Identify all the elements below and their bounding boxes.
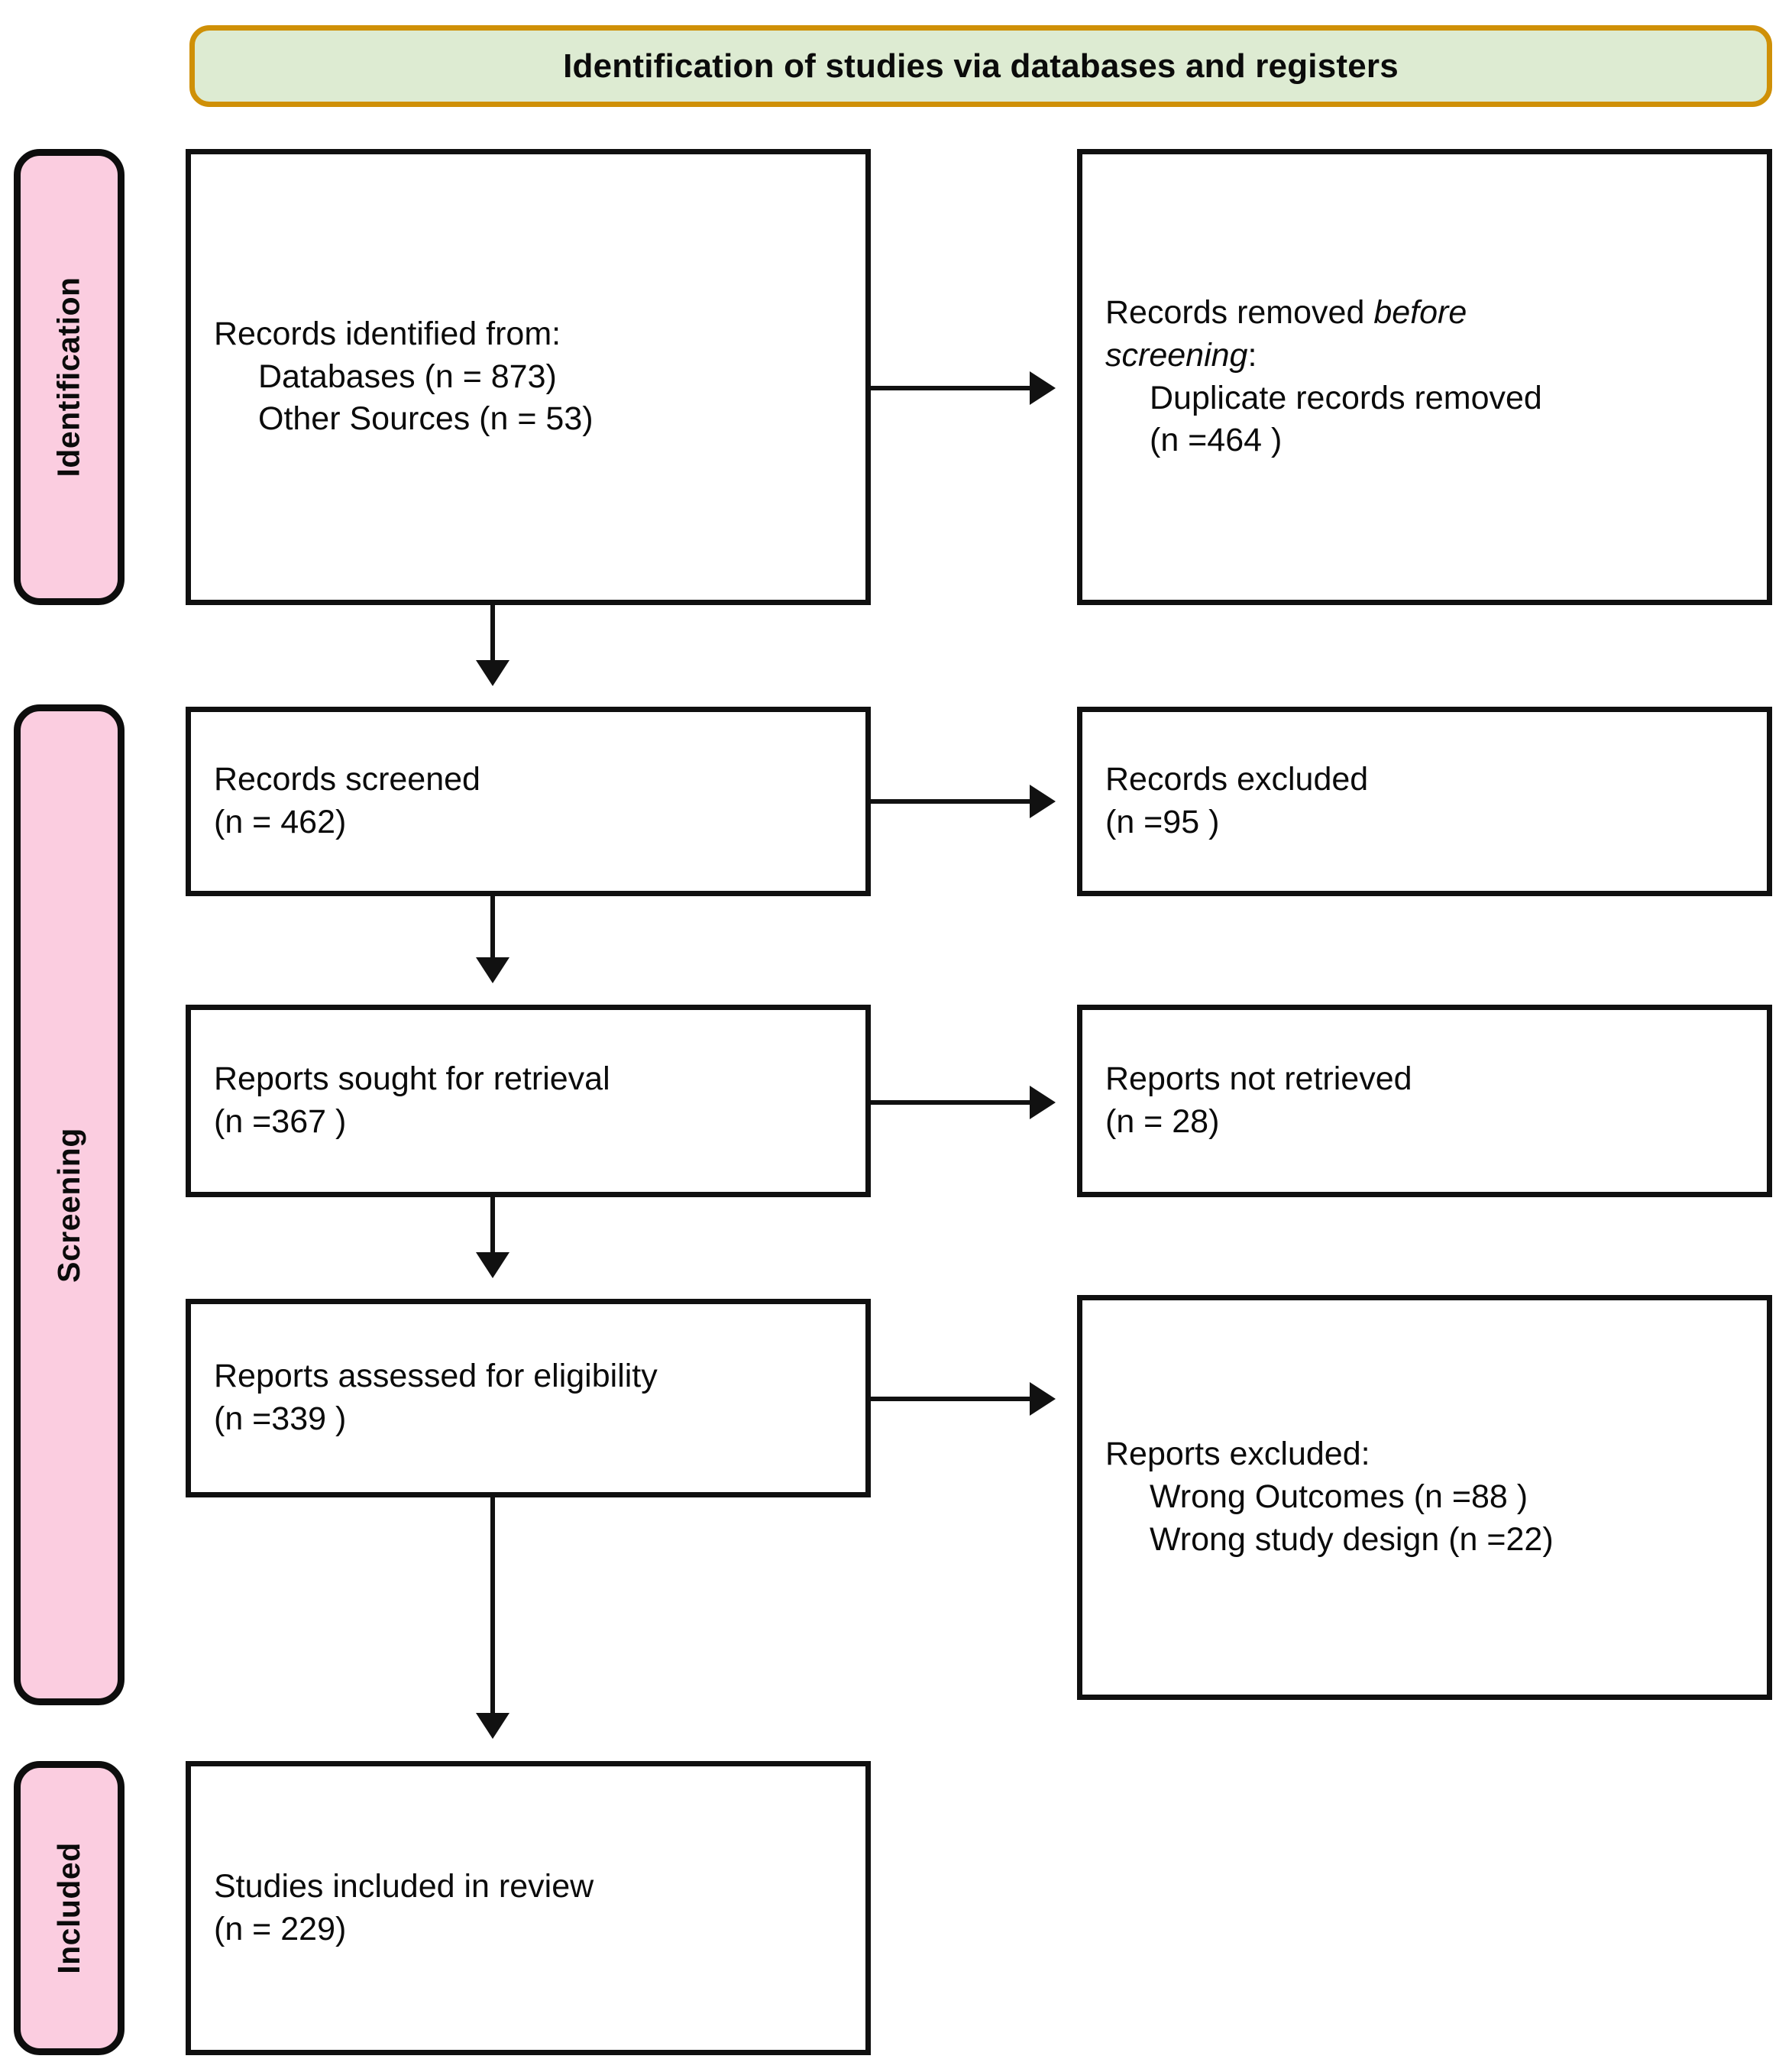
box-records-identified: Records identified from: Databases (n = …: [186, 149, 871, 605]
arrow-assessed-to-included-icon: [490, 1497, 495, 1734]
stage-label-screening: Screening: [14, 704, 125, 1705]
reports-assessed-label: Reports assessed for eligibility: [214, 1358, 658, 1395]
records-screened-label: Records screened: [214, 761, 480, 798]
arrow-sought-to-assessed-icon: [490, 1197, 495, 1274]
duplicate-records-removed-count: (n =464 ): [1150, 422, 1283, 459]
reports-not-retrieved-count: (n = 28): [1105, 1103, 1220, 1140]
box-reports-sought-for-retrieval: Reports sought for retrieval (n =367 ): [186, 1005, 871, 1197]
duplicate-records-removed-label: Duplicate records removed: [1150, 379, 1542, 416]
box-records-screened: Records screened (n = 462): [186, 707, 871, 896]
records-identified-databases: Databases (n = 873): [258, 358, 557, 395]
box-reports-not-retrieved: Reports not retrieved (n = 28): [1077, 1005, 1772, 1197]
records-excluded-label: Records excluded: [1105, 761, 1369, 798]
records-removed-emphasis-screening: screening: [1105, 336, 1248, 374]
reports-sought-label: Reports sought for retrieval: [214, 1060, 610, 1098]
arrow-assessed-to-reports-excluded-icon: [871, 1397, 1051, 1401]
records-removed-prefix: Records removed: [1105, 293, 1374, 331]
reports-excluded-heading: Reports excluded:: [1105, 1436, 1370, 1473]
box-records-removed-before-screening: Records removed before screening: Duplic…: [1077, 149, 1772, 605]
arrow-screened-to-sought-icon: [490, 896, 495, 979]
stage-label-identification: Identification: [14, 149, 125, 605]
reports-not-retrieved-label: Reports not retrieved: [1105, 1060, 1412, 1098]
stage-label-included: Included: [14, 1761, 125, 2055]
arrow-screened-to-records-excluded-icon: [871, 799, 1051, 804]
reports-assessed-count: (n =339 ): [214, 1400, 347, 1437]
box-reports-assessed-for-eligibility: Reports assessed for eligibility (n =339…: [186, 1299, 871, 1497]
records-removed-emphasis-before: before: [1373, 293, 1467, 331]
stage-label-included-text: Included: [51, 1842, 87, 1974]
records-excluded-count: (n =95 ): [1105, 804, 1220, 840]
arrow-identified-to-screened-icon: [490, 605, 495, 681]
reports-excluded-wrong-outcomes: Wrong Outcomes (n =88 ): [1150, 1478, 1528, 1516]
stage-label-screening-text: Screening: [51, 1127, 87, 1283]
diagram-title: Identification of studies via databases …: [563, 47, 1399, 85]
arrow-sought-to-not-retrieved-icon: [871, 1100, 1051, 1105]
stage-label-identification-text: Identification: [51, 277, 87, 478]
reports-sought-count: (n =367 ): [214, 1103, 347, 1140]
records-identified-other-sources: Other Sources (n = 53): [258, 400, 594, 438]
box-reports-excluded: Reports excluded: Wrong Outcomes (n =88 …: [1077, 1295, 1772, 1700]
diagram-header-banner: Identification of studies via databases …: [189, 25, 1772, 107]
records-identified-heading: Records identified from:: [214, 315, 561, 352]
box-studies-included-in-review: Studies included in review (n = 229): [186, 1761, 871, 2055]
records-screened-count: (n = 462): [214, 804, 347, 840]
records-removed-colon: :: [1247, 336, 1257, 374]
arrow-identified-to-removed-icon: [871, 386, 1051, 390]
records-removed-heading-line1: Records removed before: [1105, 292, 1744, 335]
studies-included-label: Studies included in review: [214, 1867, 594, 1905]
studies-included-count: (n = 229): [214, 1910, 347, 1947]
reports-excluded-wrong-study-design: Wrong study design (n =22): [1150, 1520, 1554, 1558]
records-removed-heading-line2: screening:: [1105, 335, 1744, 377]
box-records-excluded: Records excluded (n =95 ): [1077, 707, 1772, 896]
